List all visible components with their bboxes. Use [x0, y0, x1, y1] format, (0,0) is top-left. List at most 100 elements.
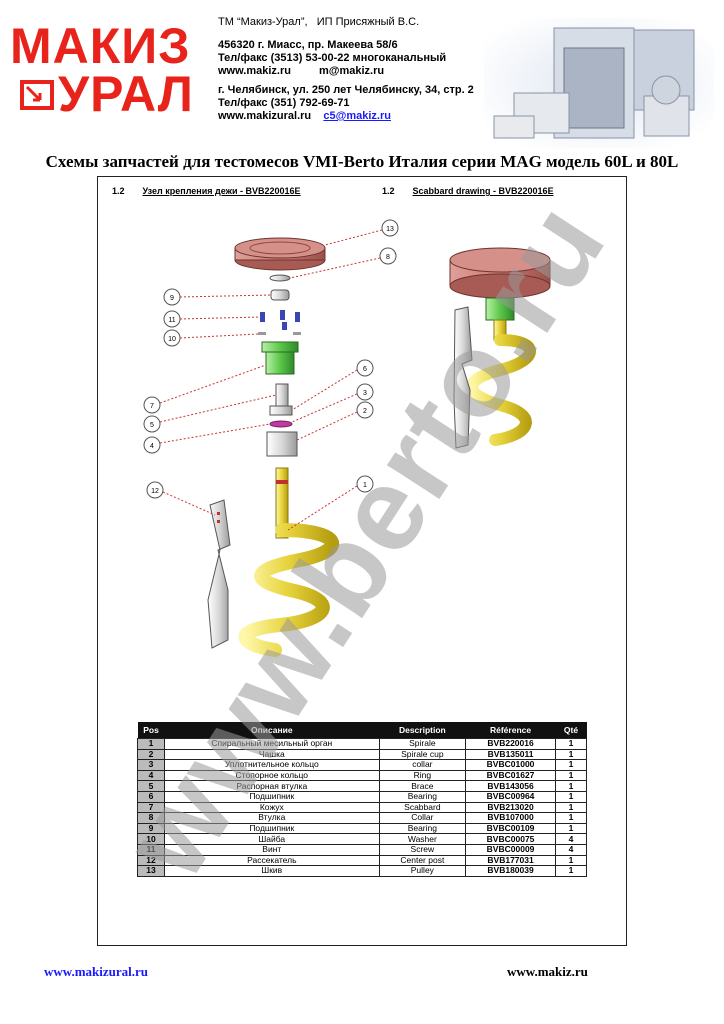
table-cell-desc: Screw: [378, 843, 467, 856]
callout-label: 7: [150, 403, 154, 410]
table-cell-desc: Ring: [378, 769, 467, 782]
table-cell-desc: Bearing: [378, 790, 467, 803]
callout-label: 10: [168, 336, 176, 343]
callout-2: [356, 401, 374, 419]
callout-6: [356, 359, 374, 377]
table-cell-qty: 1: [554, 822, 588, 835]
collar-8: [269, 274, 291, 282]
table-cell-ref: BVB143056: [465, 780, 556, 792]
table-cell-ref: BVBC00109: [465, 822, 556, 835]
footer-link-right[interactable]: www.makiz.ru: [507, 964, 588, 979]
table-cell-ru: Шкив: [164, 865, 380, 877]
table-cell-qty: 1: [554, 790, 588, 803]
table-cell-desc: collar: [378, 759, 467, 771]
pulley-13: [234, 237, 326, 271]
web-link-2[interactable]: www.makizural.ru: [218, 110, 312, 122]
callout-8: [379, 247, 397, 265]
callout-label: 9: [170, 295, 174, 302]
callout-4: [143, 436, 161, 454]
callout-label: 12: [151, 488, 159, 495]
table-cell-desc: Pulley: [378, 865, 467, 877]
col-header-qty: Qté: [555, 722, 587, 739]
table-cell-ref: BVB177031: [465, 854, 556, 867]
col-header-description: Description: [379, 722, 466, 739]
brace-5: [275, 383, 289, 407]
email-link-1[interactable]: m@makiz.ru: [318, 65, 385, 77]
web-link-1[interactable]: www.makiz.ru: [218, 65, 291, 77]
washers-10: [258, 332, 301, 335]
email-link-2[interactable]: c5@makiz.ru: [323, 110, 391, 122]
section-number-left: 1.2: [112, 186, 125, 196]
table-cell-desc: Center post: [378, 854, 467, 867]
bearing-6: [269, 405, 293, 416]
callout-12: [146, 481, 164, 499]
callout-1: [356, 475, 374, 493]
col-header-pos: Pos: [137, 722, 165, 739]
table-cell-ref: BVBC01000: [465, 759, 556, 771]
exploded-parts-diagram: 13 8 9 11 10 6 7 3 5 2 4 12 1: [143, 219, 551, 657]
table-cell-ref: BVB180039: [465, 865, 556, 877]
center-post-12: [207, 499, 231, 649]
callout-13: [381, 219, 399, 237]
callout-label: 4: [150, 443, 154, 450]
logo-line-1: МАКИЗ: [10, 18, 191, 74]
table-cell-desc: Collar: [378, 812, 467, 824]
table-cell-qty: 4: [554, 833, 588, 845]
table-cell-desc: Bearing: [378, 822, 467, 835]
section-label-right: Scabbard drawing - BVB220016E: [412, 186, 554, 196]
bearing-9: [270, 289, 290, 301]
spiral-cup-2: [266, 431, 298, 457]
callout-3: [356, 383, 374, 401]
callout-label: 3: [363, 390, 367, 397]
table-cell-ref: BVBC01627: [465, 769, 556, 782]
spiral-1: [238, 467, 340, 657]
callout-7: [143, 396, 161, 414]
table-cell-qty: 1: [554, 865, 588, 877]
table-cell-qty: 1: [554, 812, 588, 824]
callout-label: 2: [363, 408, 367, 415]
phone-chelyabinsk: Тел/факс (351) 792-69-71: [218, 97, 350, 109]
table-cell-desc: Spirale cup: [378, 748, 467, 761]
table-cell-ref: BVB220016: [465, 738, 556, 750]
section-label-left: Узел крепления дежи - BVB220016E: [142, 186, 301, 196]
footer-link-left[interactable]: www.makizural.ru: [44, 964, 148, 979]
assembled-view: [449, 247, 551, 449]
trademark: ТМ “Макиз-Урал”,: [218, 16, 308, 28]
callout-label: 1: [363, 482, 367, 489]
callout-label: 8: [386, 254, 390, 261]
callout-label: 13: [386, 226, 394, 233]
table-cell-ref: BVBC00075: [465, 833, 556, 845]
ring-4: [269, 420, 293, 428]
screws-11: [260, 310, 300, 330]
table-cell-desc: Brace: [378, 780, 467, 792]
callout-5: [143, 415, 161, 433]
company-logo: МАКИЗ УРАЛ: [10, 18, 210, 122]
parts-table: Pos Описание Description Référence Qté 1…: [137, 722, 588, 877]
table-cell-qty: 4: [554, 843, 588, 856]
col-header-reference: Référence: [465, 722, 556, 739]
callout-label: 5: [150, 422, 154, 429]
table-cell-qty: 1: [554, 854, 588, 867]
table-cell-qty: 1: [554, 759, 588, 771]
table-cell-qty: 1: [554, 780, 588, 792]
address-chelyabinsk: г. Челябинск, ул. 250 лет Челябинску, 34…: [218, 84, 474, 96]
contact-block: ТМ “Макиз-Урал”, ИП Присяжный В.С. 45632…: [218, 16, 474, 123]
table-cell-qty: 1: [554, 748, 588, 761]
table-cell-qty: 1: [554, 738, 588, 750]
table-cell-pos: 13: [137, 865, 165, 877]
table-cell-ref: BVB135011: [465, 748, 556, 761]
table-cell-ref: BVB107000: [465, 812, 556, 824]
logo-mark-icon: [20, 80, 54, 110]
table-cell-ref: BVB213020: [465, 801, 556, 814]
table-cell-ref: BVBC00009: [465, 843, 556, 856]
col-header-description-ru: Описание: [164, 722, 380, 739]
owner: ИП Присяжный В.С.: [316, 16, 420, 28]
table-cell-qty: 1: [554, 801, 588, 814]
